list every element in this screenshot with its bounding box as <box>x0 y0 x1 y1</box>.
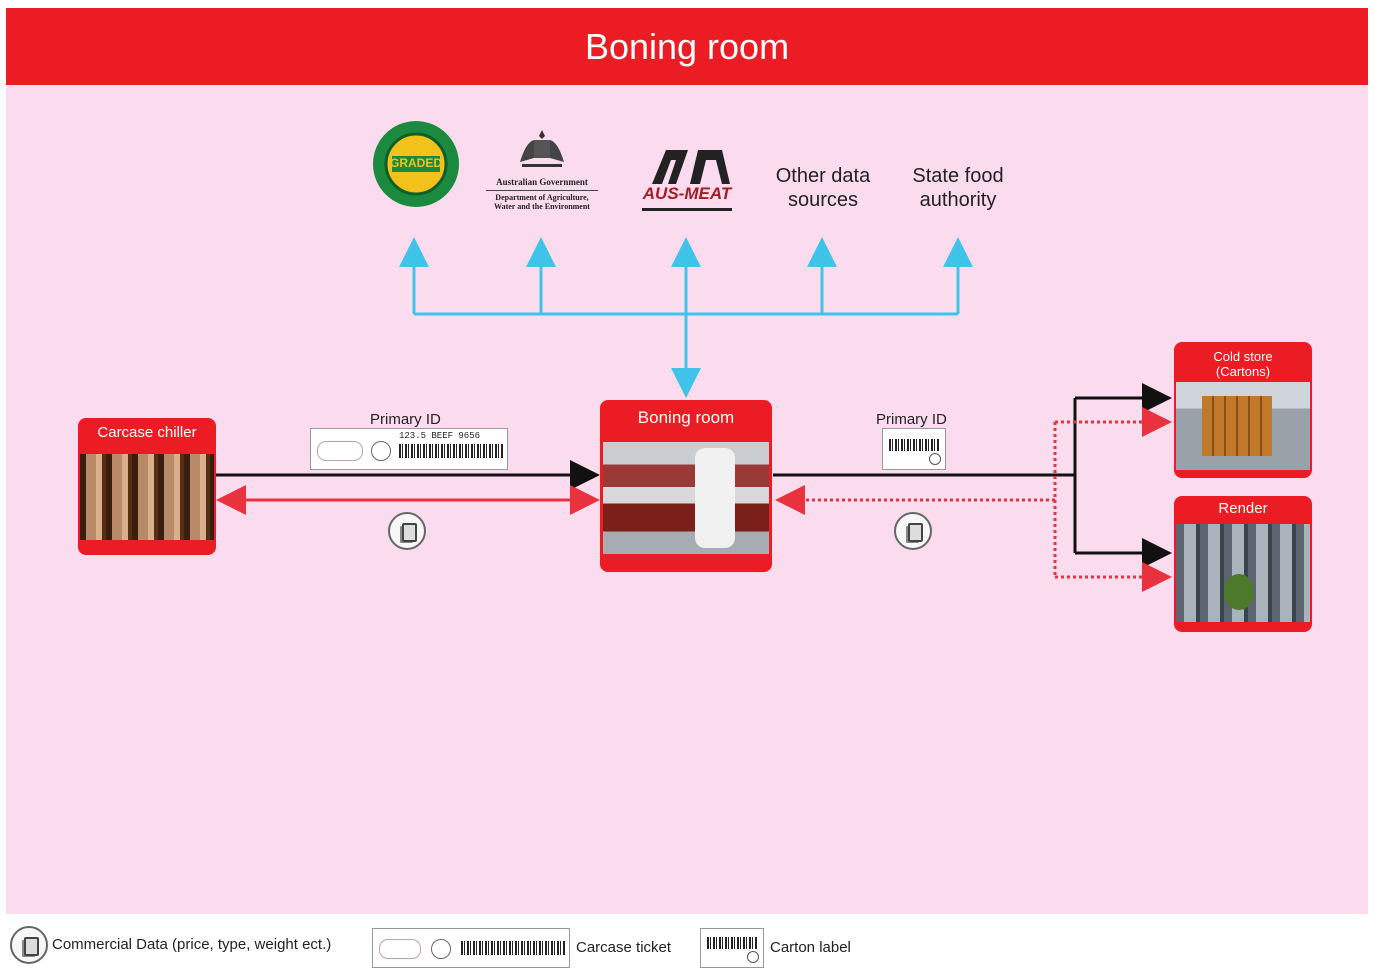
gov-line-1: Australian Government <box>496 177 588 187</box>
edge-label-primary-id-left: Primary ID <box>370 411 441 428</box>
commercial-data-lines <box>216 407 1172 592</box>
gov-line-2: Department of Agriculture, <box>495 193 589 202</box>
legend-commercial-data-icon <box>10 926 48 964</box>
carcase-ticket-left: 123.5 BEEF 9656 <box>310 428 508 470</box>
render-photo <box>1176 524 1310 622</box>
coat-of-arms-icon <box>520 130 564 167</box>
node-cold-store: Cold store (Cartons) <box>1174 342 1312 478</box>
node-title-boning-room: Boning room <box>637 408 735 427</box>
data-sharing-lines <box>399 237 973 398</box>
node-carcase-chiller: Carcase chiller <box>78 418 216 555</box>
node-title-carcase-chiller: Carcase chiller <box>97 424 197 441</box>
aus-meat-text: AUS-MEAT <box>642 184 732 203</box>
australian-government-logo: Australian Government Department of Agri… <box>480 126 604 222</box>
state-food-authority: State food authority <box>912 165 1004 211</box>
node-boning-room: Boning room <box>600 400 772 572</box>
aus-meat-logo: AUS-MEAT <box>638 146 736 214</box>
boning-room-photo <box>603 442 769 554</box>
graded-text: GRADED <box>389 156 442 170</box>
primary-id-lines <box>216 383 1172 568</box>
carcase-chiller-photo <box>80 454 214 540</box>
node-render: Render <box>1174 496 1312 632</box>
legend-carton-label: Carton label <box>770 939 851 956</box>
node-title-render: Render <box>1218 500 1268 517</box>
gov-line-3: Water and the Environment <box>494 202 590 211</box>
other-data-sources: Other data sources <box>775 165 871 211</box>
edge-label-primary-id-right: Primary ID <box>876 411 947 428</box>
page-title: Boning room <box>6 8 1368 85</box>
commercial-data-icon-left <box>388 512 426 550</box>
node-title-cold-store: Cold store (Cartons) <box>1213 349 1273 379</box>
carton-label-right <box>882 428 946 470</box>
legend-carcase-ticket-icon <box>372 928 570 968</box>
meat-standards-logo: GRADED <box>372 120 460 208</box>
legend-carton-label-icon <box>700 928 764 968</box>
legend-commercial-data: Commercial Data (price, type, weight ect… <box>52 936 332 953</box>
commercial-data-icon-right <box>894 512 932 550</box>
cold-store-photo <box>1176 382 1310 470</box>
legend-carcase-ticket: Carcase ticket <box>576 939 672 956</box>
ticket-text: 123.5 BEEF 9656 <box>399 431 481 441</box>
